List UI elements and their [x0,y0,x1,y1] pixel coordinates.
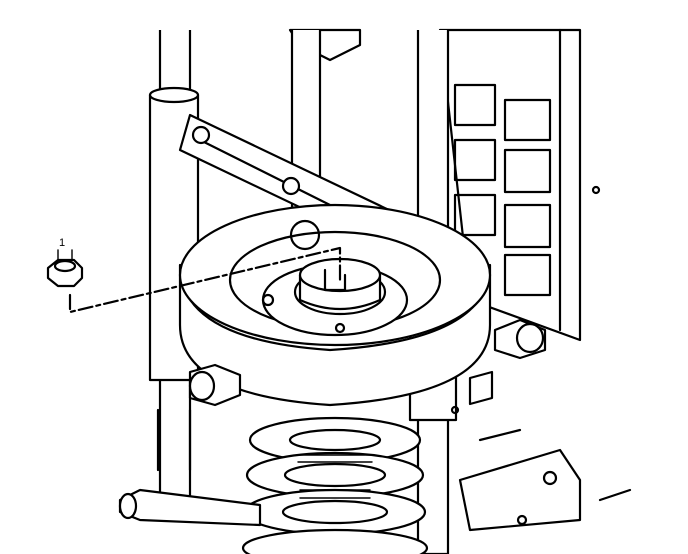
ring-knobs [188,318,547,407]
bottom-bracket [118,428,632,532]
leader-line [68,246,342,314]
coil-spring [241,416,429,554]
callout-label: 1 [58,237,66,249]
strut-nut [46,249,84,288]
